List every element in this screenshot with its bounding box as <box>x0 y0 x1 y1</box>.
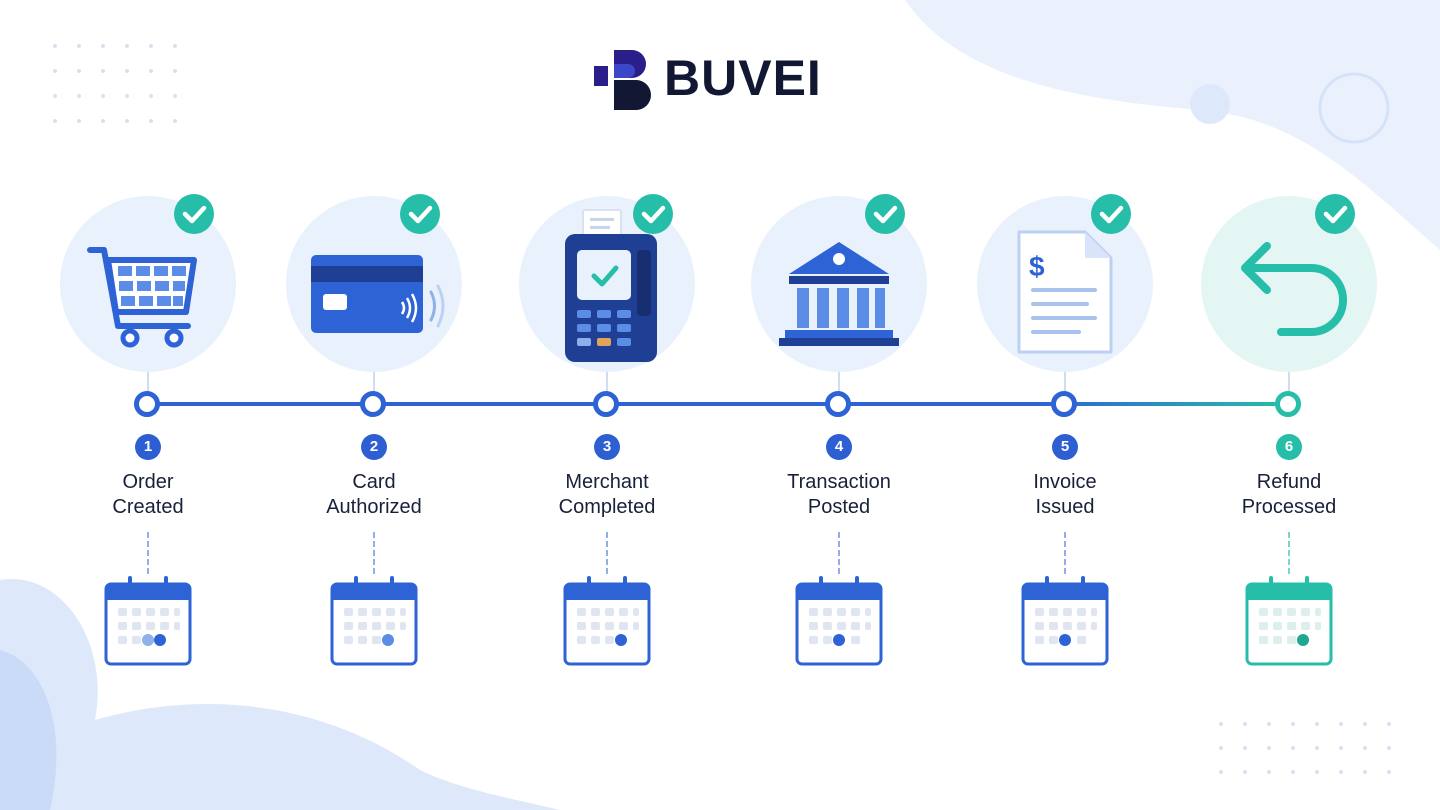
dashed-connector <box>838 532 840 574</box>
brand-logo: BUVEI <box>592 46 822 110</box>
calendar-icon <box>795 576 883 666</box>
timeline-node <box>360 391 386 417</box>
step-number-badge: 5 <box>1052 434 1078 460</box>
step-label-line1: Order <box>122 471 174 493</box>
step-label: Merchant Completed <box>507 470 707 520</box>
check-icon <box>633 194 673 234</box>
shopping-cart-icon <box>87 247 197 348</box>
step-label-line2: Issued <box>1035 496 1095 518</box>
check-icon <box>865 194 905 234</box>
connector-stem <box>838 372 840 392</box>
step-label-line2: Processed <box>1241 496 1337 518</box>
timeline-node <box>134 391 160 417</box>
step-label-line1: Transaction <box>787 471 891 493</box>
calendar-icon <box>563 576 651 666</box>
dot-grid-bottom-right <box>1219 722 1391 774</box>
step-label-line2: Posted <box>807 496 871 518</box>
timeline-node <box>593 391 619 417</box>
connector-stem <box>373 372 375 392</box>
connector-stem <box>606 372 608 392</box>
calendar-icon <box>1245 576 1333 666</box>
step-label: Transaction Posted <box>739 470 939 520</box>
dashed-connector <box>373 532 375 574</box>
pos-terminal-icon <box>565 209 657 362</box>
calendar-icon <box>330 576 418 666</box>
step-number-badge: 1 <box>135 434 161 460</box>
svg-text:$: $ <box>1029 251 1045 282</box>
check-icon <box>1315 194 1355 234</box>
step-label-line1: Refund <box>1256 471 1322 493</box>
timeline-step-card-authorized: 2 Card Authorized <box>274 190 474 690</box>
timeline-step-merchant-completed: 3 Merchant Completed <box>507 190 707 690</box>
step-label-line1: Card <box>352 471 396 493</box>
bank-icon <box>779 242 899 346</box>
check-icon <box>1091 194 1131 234</box>
timeline-node <box>1275 391 1301 417</box>
step-number-badge: 4 <box>826 434 852 460</box>
timeline-step-order-created: 1 Order Created <box>48 190 248 690</box>
dashed-connector <box>606 532 608 574</box>
step-label-line2: Completed <box>558 496 656 518</box>
brand-name: BUVEI <box>664 50 822 106</box>
step-label: Order Created <box>48 470 248 520</box>
connector-stem <box>147 372 149 392</box>
step-label-line2: Authorized <box>326 496 422 518</box>
timeline-node <box>1051 391 1077 417</box>
refund-arrow-icon <box>1241 242 1347 336</box>
connector-stem <box>1288 372 1290 392</box>
check-icon <box>174 194 214 234</box>
step-label: Refund Processed <box>1189 470 1389 520</box>
timeline-step-refund-processed: 6 Refund Processed <box>1189 190 1389 690</box>
dashed-connector <box>1288 532 1290 574</box>
check-icon <box>400 194 440 234</box>
dashed-connector <box>147 532 149 574</box>
step-number-badge: 2 <box>361 434 387 460</box>
calendar-icon <box>104 576 192 666</box>
step-label: Invoice Issued <box>965 470 1165 520</box>
connector-stem <box>1064 372 1066 392</box>
step-label-line1: Invoice <box>1033 471 1097 493</box>
step-number-badge: 3 <box>594 434 620 460</box>
timeline-node <box>825 391 851 417</box>
step-label-line1: Merchant <box>565 471 649 493</box>
credit-card-icon <box>311 255 445 333</box>
dashed-connector <box>1064 532 1066 574</box>
timeline-step-invoice-issued: $ 5 Invoice Issued <box>965 190 1165 690</box>
step-label: Card Authorized <box>274 470 474 520</box>
brand-mark-icon <box>594 50 651 110</box>
invoice-icon: $ <box>1017 230 1113 354</box>
step-label-line2: Created <box>112 496 184 518</box>
step-number-badge: 6 <box>1276 434 1302 460</box>
calendar-icon <box>1021 576 1109 666</box>
timeline-step-transaction-posted: 4 Transaction Posted <box>739 190 939 690</box>
dot-grid-top-left <box>53 44 177 123</box>
